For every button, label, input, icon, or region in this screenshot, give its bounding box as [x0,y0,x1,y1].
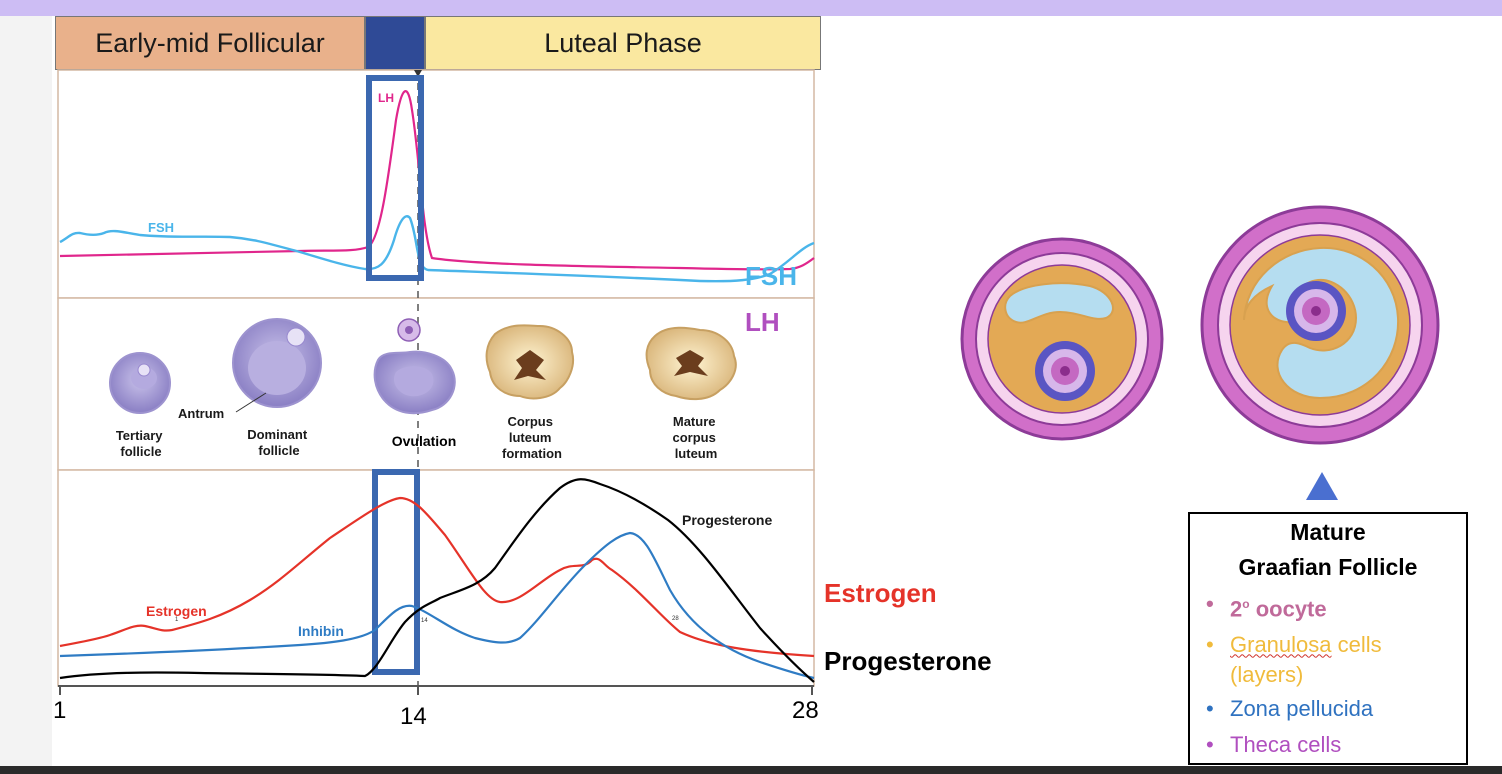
tiny-tick-14: 14 [421,618,428,624]
estrogen-peak-highlight-box [372,469,420,675]
list-item-oocyte: 2o oocyte [1204,586,1466,627]
inhibin-small-label: Inhibin [298,623,344,639]
antrum-pointer [235,392,267,413]
phase-luteal: Luteal Phase [425,16,821,70]
fsh-curve [59,215,815,283]
progesterone-small-label: Progesterone [682,512,772,528]
list-item-zona: Zona pellucida [1204,691,1466,727]
progesterone-curve [59,478,815,683]
bottom-bar [0,766,1502,774]
mature-corpus-luteum-label: Mature corpus luteum [673,414,720,461]
x-axis-label-1: 1 [53,697,66,724]
ovulation-marker [414,70,422,77]
x-axis-label-28: 28 [792,697,819,724]
graafian-title-line2: Graafian Follicle [1238,554,1418,580]
arrow-up-icon [1306,472,1338,500]
tiny-tick-28: 28 [672,616,679,622]
dominant-follicle-icon [232,318,322,408]
ovulation-label: Ovulation [392,433,457,449]
dominant-follicle-label: Dominant follicle [247,427,311,458]
graafian-follicle-box: Mature Graafian Follicle 2o oocyte Granu… [1188,512,1468,765]
fsh-big-label: FSH [745,261,797,291]
ovulation-icon [373,318,456,415]
mature-corpus-luteum-icon [645,326,737,401]
progesterone-big-label: Progesterone [824,646,992,676]
x-axis-label-14: 14 [400,703,427,730]
phase-follicular: Early-mid Follicular [55,16,365,70]
list-item-theca: Theca cells [1204,727,1466,763]
phase-ovulatory [365,16,425,70]
lh-surge-highlight-box [366,75,424,281]
hormone-panel [57,69,815,299]
list-item-granulosa: Granulosa cells [1204,627,1466,663]
antrum-label: Antrum [178,406,224,421]
left-strip [0,16,52,766]
corpus-luteum-formation-label: Corpus luteum formation [502,414,562,461]
estrogen-small-label: Estrogen [146,603,207,619]
steroid-panel [57,469,815,687]
tertiary-follicle-label: Tertiary follicle [116,428,166,459]
graafian-follicle-icon [1200,205,1440,445]
fsh-small-label: FSH [148,220,174,235]
estrogen-curve [59,496,815,658]
lh-big-label: LH [745,307,780,337]
graafian-feature-list: 2o oocyte Granulosa cells (layers) Zona … [1190,586,1466,763]
lh-small-label: LH [378,91,394,105]
list-item-granulosa-cont: (layers) [1230,662,1304,688]
top-bar [0,0,1502,16]
corpus-luteum-formation-icon [485,324,574,400]
tiny-tick-1: 1 [175,617,179,623]
tertiary-follicle-icon [109,352,171,414]
secondary-follicle-icon [960,237,1164,441]
inhibin-curve [59,531,815,680]
estrogen-big-label: Estrogen [824,578,937,608]
graafian-title-line1: Mature [1290,519,1366,545]
